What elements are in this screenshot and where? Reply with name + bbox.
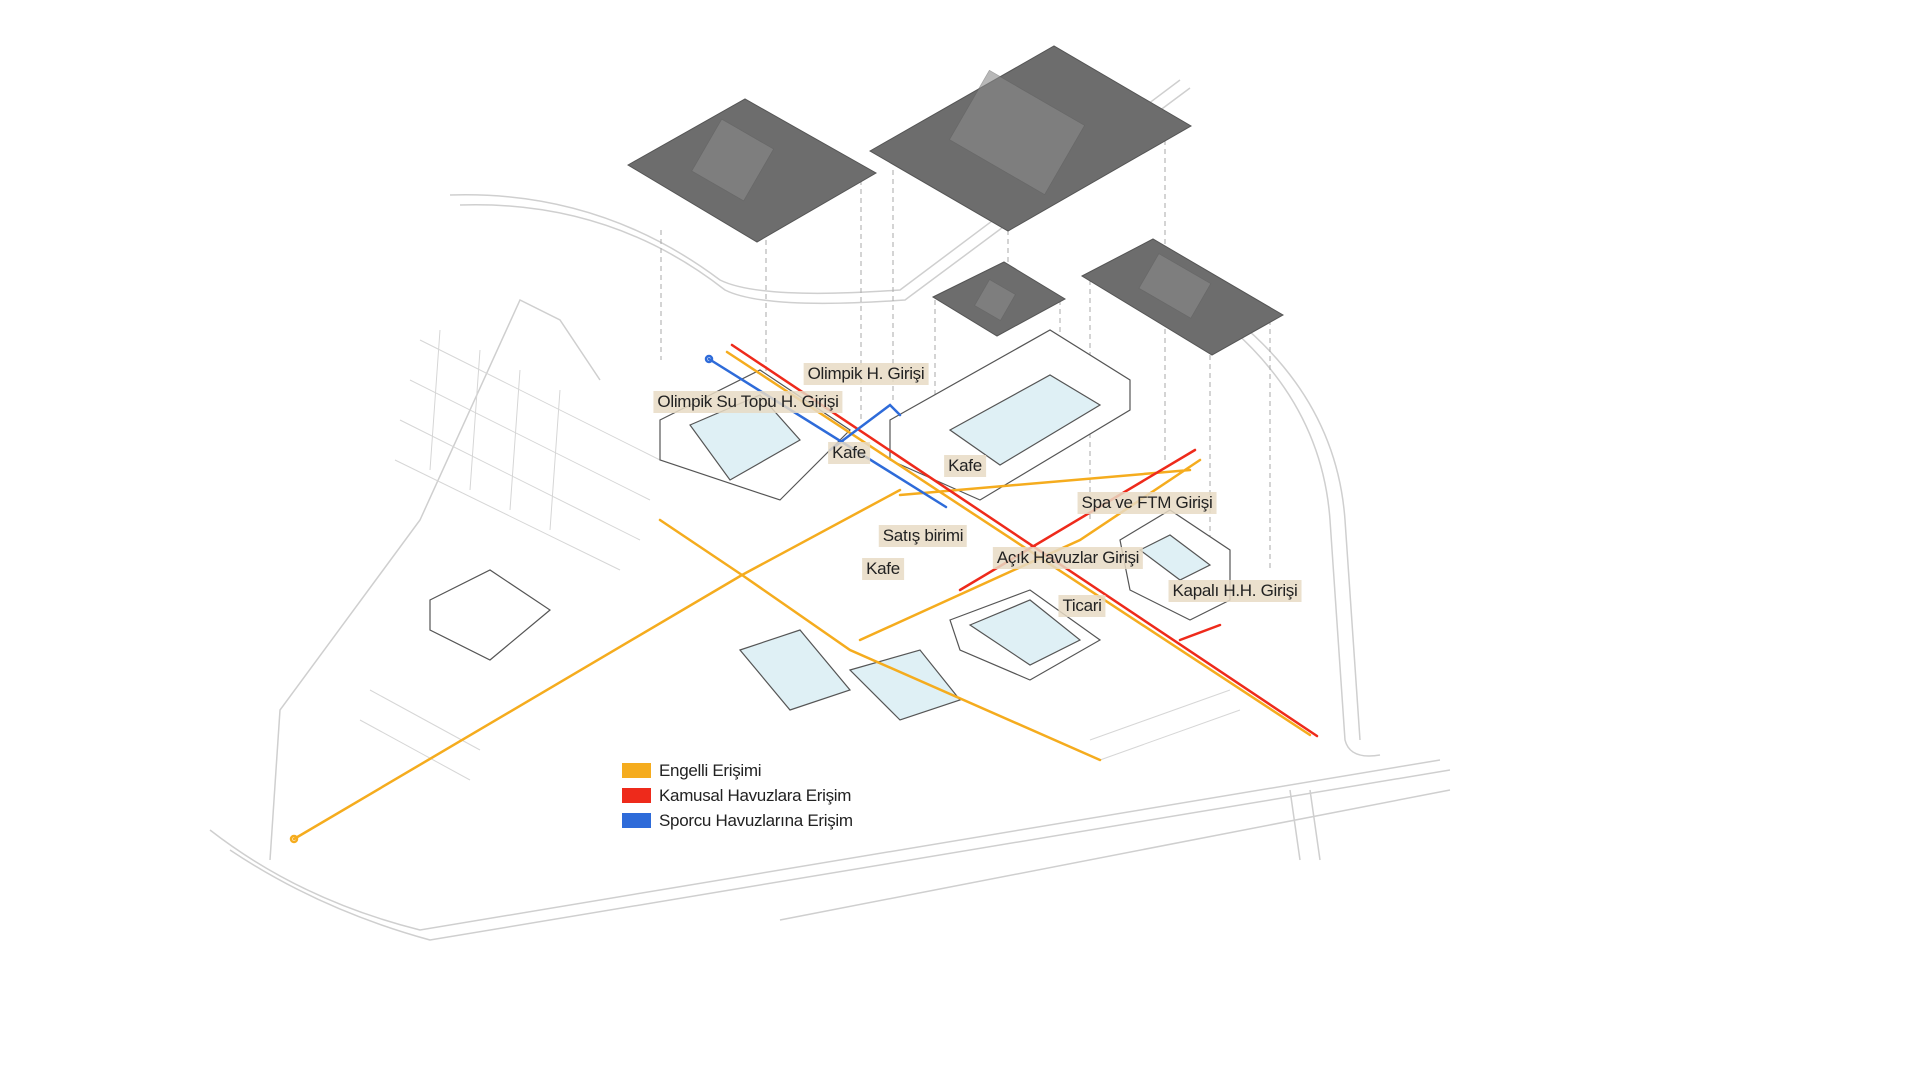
access-routes — [289, 343, 1319, 844]
legend-label: Kamusal Havuzlara Erişim — [659, 785, 852, 805]
label-spa-entrance: Spa ve FTM Girişi — [1077, 492, 1217, 514]
legend-swatch-blue — [622, 813, 651, 828]
label-commercial: Ticari — [1058, 595, 1106, 617]
legend: Engelli Erişimi Kamusal Havuzlara Erişim… — [622, 758, 853, 833]
label-sales-unit: Satış birimi — [878, 525, 968, 547]
legend-item: Kamusal Havuzlara Erişim — [622, 783, 853, 808]
label-indoor-entrance: Kapalı H.H. Girişi — [1168, 580, 1302, 602]
label-cafe: Kafe — [944, 455, 986, 477]
legend-item: Engelli Erişimi — [622, 758, 853, 783]
route-athlete-pools — [707, 357, 948, 509]
legend-swatch-red — [622, 788, 651, 803]
label-outdoor-pools-entrance: Açık Havuzlar Girişi — [992, 547, 1144, 569]
legend-label: Sporcu Havuzlarına Erişim — [659, 810, 853, 830]
label-olympic-entrance: Olimpik H. Girişi — [803, 363, 929, 385]
legend-item: Sporcu Havuzlarına Erişim — [622, 808, 853, 833]
parking-lots — [359, 329, 1241, 781]
label-cafe: Kafe — [862, 558, 904, 580]
route-disabled-access — [292, 488, 1102, 841]
legend-label: Engelli Erişimi — [659, 760, 762, 780]
label-water-polo-entrance: Olimpik Su Topu H. Girişi — [653, 391, 843, 413]
sports-courts — [429, 569, 552, 661]
roof-panels — [627, 45, 1285, 356]
label-cafe: Kafe — [828, 442, 870, 464]
legend-swatch-orange — [622, 763, 651, 778]
